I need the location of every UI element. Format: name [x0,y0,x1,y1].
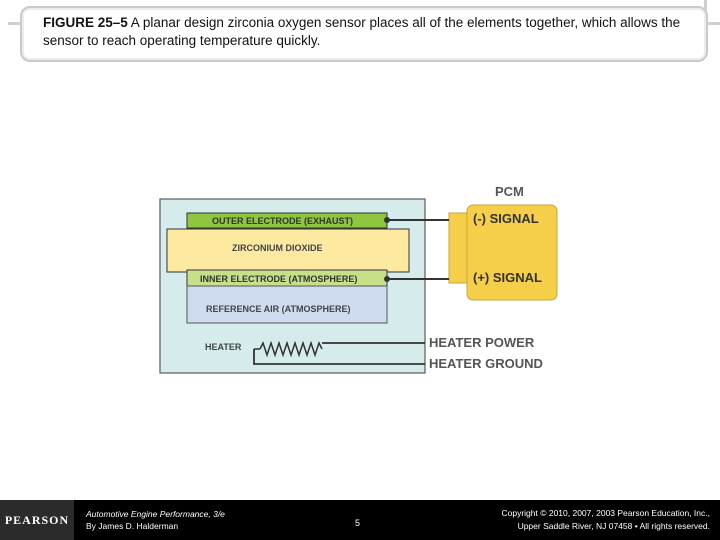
copyright-line-1: Copyright © 2010, 2007, 2003 Pearson Edu… [501,508,710,518]
outer-electrode-label: OUTER ELECTRODE (EXHAUST) [212,216,354,226]
pearson-logo: PEARSON [0,500,74,540]
heater-ground-wire [253,349,425,365]
slide-footer: PEARSON Automotive Engine Performance, 3… [0,500,720,540]
negative-signal-label: (-) SIGNAL [473,211,539,226]
oxygen-sensor-diagram: PCM (-) SIGNAL (+) SIGNAL OUTER ELECTROD… [157,176,562,376]
heater-power-label: HEATER POWER [429,335,535,350]
caption-frame [20,6,708,62]
page-number: 5 [355,518,361,528]
book-author: By James D. Halderman [86,521,179,531]
frame-tick-right [706,22,720,25]
figure-caption-text: A planar design zirconia oxygen sensor p… [43,15,681,48]
inner-electrode-label: INNER ELECTRODE (ATMOSPHERE) [200,274,358,284]
copyright-line-2: Upper Saddle River, NJ 07458 • All right… [517,521,710,531]
figure-label: FIGURE 25–5 [43,15,128,30]
book-title: Automotive Engine Performance, 3/e [86,509,225,519]
frame-tick-left [8,22,22,25]
zirconium-dioxide-label: ZIRCONIUM DIOXIDE [232,243,323,253]
positive-signal-label: (+) SIGNAL [473,270,542,285]
heater-resistor [259,340,323,358]
frame-tick-vertical [704,0,707,12]
heater-ground-label: HEATER GROUND [429,356,543,371]
heater-label: HEATER [205,342,242,352]
reference-air-layer [186,285,388,324]
figure-caption: FIGURE 25–5 A planar design zirconia oxy… [43,14,683,50]
pcm-connector [448,212,468,284]
reference-air-label: REFERENCE AIR (ATMOSPHERE) [206,304,351,314]
zirconium-dioxide-layer [166,228,410,273]
pcm-title: PCM [495,184,524,199]
pearson-logo-text: PEARSON [4,512,70,527]
sensor-diagram-graphic [159,198,558,374]
